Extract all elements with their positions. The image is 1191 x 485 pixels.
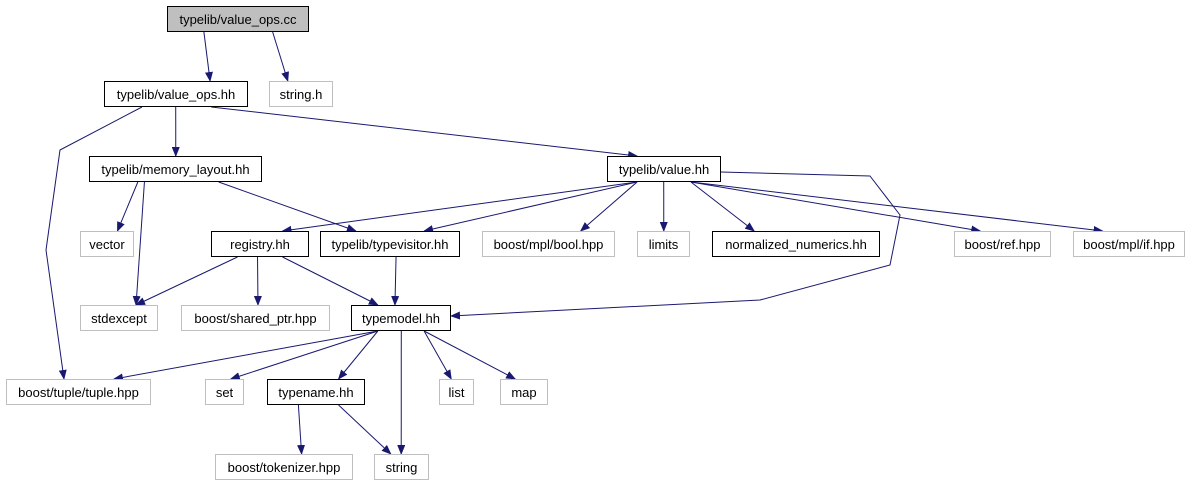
edge-typemodel-hh-to-typename-hh xyxy=(337,330,379,380)
node-mpl-if-hpp[interactable]: boost/mpl/if.hpp xyxy=(1073,231,1185,257)
edge-value-ops-cc-to-string-h xyxy=(272,31,289,82)
node-string-h[interactable]: string.h xyxy=(269,81,333,107)
node-typevisitor-hh[interactable]: typelib/typevisitor.hh xyxy=(320,231,460,257)
edge-value-hh-to-ref-hpp xyxy=(690,181,982,234)
node-stdexcept[interactable]: stdexcept xyxy=(80,305,158,331)
edge-value-hh-to-normalized-numerics-hh xyxy=(690,181,755,232)
edge-registry-hh-to-stdexcept xyxy=(135,256,238,306)
node-value-ops-hh[interactable]: typelib/value_ops.hh xyxy=(104,81,248,107)
edge-value-ops-hh-to-value-hh xyxy=(211,106,639,159)
edge-value-hh-to-typevisitor-hh xyxy=(423,181,638,233)
node-registry-hh[interactable]: registry.hh xyxy=(211,231,309,257)
node-ref-hpp[interactable]: boost/ref.hpp xyxy=(954,231,1051,257)
edge-value-ops-cc-to-value-ops-hh xyxy=(203,31,213,82)
node-list[interactable]: list xyxy=(439,379,474,405)
edge-value-hh-to-typemodel-hh xyxy=(450,171,901,320)
node-tuple-hpp[interactable]: boost/tuple/tuple.hpp xyxy=(6,379,151,405)
node-set[interactable]: set xyxy=(205,379,244,405)
edge-typename-hh-to-string xyxy=(338,404,392,455)
node-tokenizer-hpp[interactable]: boost/tokenizer.hpp xyxy=(215,454,353,480)
node-normalized-numerics-hh[interactable]: normalized_numerics.hh xyxy=(712,231,880,257)
edge-typemodel-hh-to-set xyxy=(229,330,379,381)
node-limits[interactable]: limits xyxy=(637,231,690,257)
node-map[interactable]: map xyxy=(500,379,548,405)
node-typename-hh[interactable]: typename.hh xyxy=(267,379,365,405)
edge-memory-layout-hh-to-stdexcept xyxy=(132,181,145,306)
node-shared-ptr-hpp[interactable]: boost/shared_ptr.hpp xyxy=(181,305,330,331)
edge-value-hh-to-mpl-bool-hpp xyxy=(579,181,638,232)
node-memory-layout-hh[interactable]: typelib/memory_layout.hh xyxy=(89,156,262,182)
edge-registry-hh-to-typemodel-hh xyxy=(282,256,379,306)
node-mpl-bool-hpp[interactable]: boost/mpl/bool.hpp xyxy=(482,231,615,257)
edge-layer xyxy=(45,31,1104,455)
node-string[interactable]: string xyxy=(374,454,429,480)
node-vector[interactable]: vector xyxy=(80,231,134,257)
edge-memory-layout-hh-to-vector xyxy=(116,181,139,232)
node-value-ops-cc[interactable]: typelib/value_ops.cc xyxy=(167,6,309,32)
edge-typemodel-hh-to-list xyxy=(423,330,452,380)
edge-typevisitor-hh-to-typemodel-hh xyxy=(391,256,400,306)
edge-typemodel-hh-to-map xyxy=(423,330,517,380)
edge-typemodel-hh-to-tuple-hpp xyxy=(112,330,378,382)
node-typemodel-hh[interactable]: typemodel.hh xyxy=(351,305,451,331)
edge-value-hh-to-registry-hh xyxy=(281,181,638,234)
edge-typename-hh-to-tokenizer-hpp xyxy=(297,404,306,455)
edge-value-ops-hh-to-tuple-hpp xyxy=(45,106,143,380)
edge-value-hh-to-mpl-if-hpp xyxy=(690,181,1104,234)
node-value-hh[interactable]: typelib/value.hh xyxy=(607,156,721,182)
edge-memory-layout-hh-to-typevisitor-hh xyxy=(218,181,357,232)
